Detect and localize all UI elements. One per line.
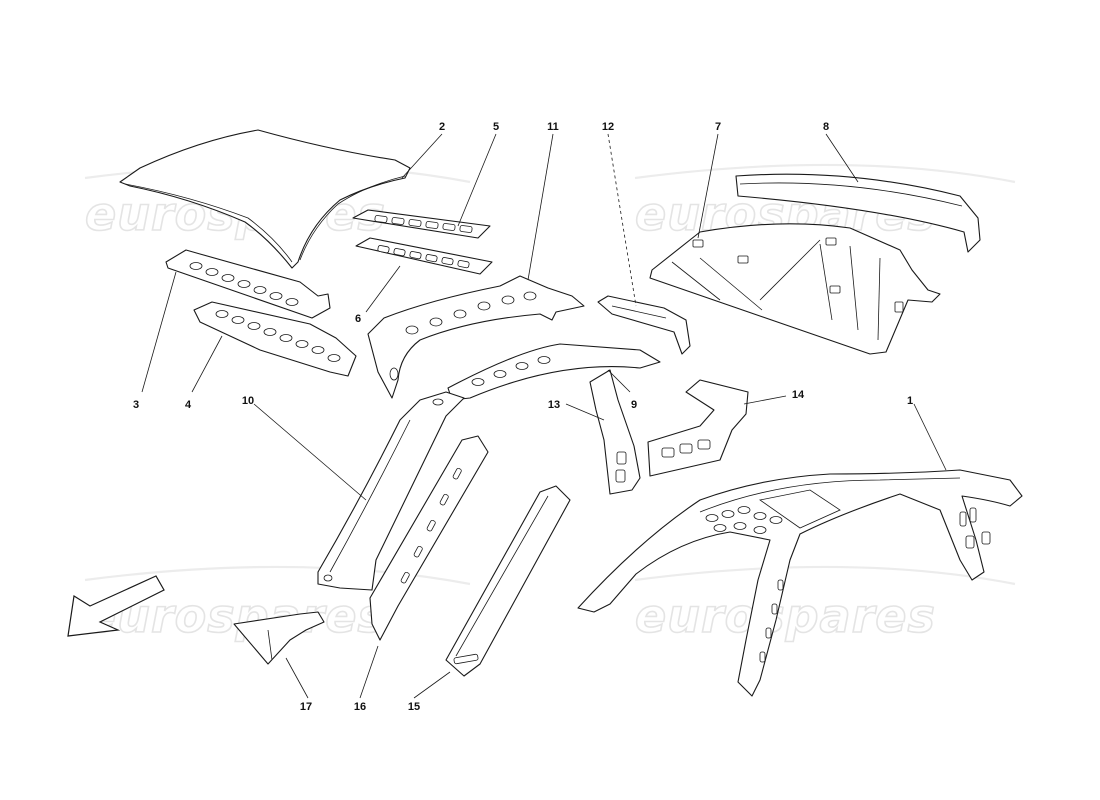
callout-12: 12	[602, 121, 614, 133]
callout-10: 10	[242, 395, 254, 407]
part-8-upper-panel	[735, 173, 981, 253]
part-3-header-rail	[165, 249, 331, 319]
callout-7: 7	[715, 121, 721, 133]
part-12-bracket	[597, 295, 691, 355]
part-13-b-pillar	[589, 369, 641, 495]
callout-1: 1	[907, 395, 913, 407]
part-9-long-rail	[447, 343, 661, 401]
part-14-reinforcement	[647, 379, 749, 477]
callout-11: 11	[547, 121, 559, 133]
callout-3: 3	[133, 399, 139, 411]
part-6-cross-member	[355, 237, 493, 275]
part-2-roof-panel	[119, 129, 411, 269]
callout-5: 5	[493, 121, 499, 133]
part-7-rear-shelf	[649, 223, 941, 355]
callout-15: 15	[408, 701, 420, 713]
callout-16: 16	[354, 701, 366, 713]
part-16-sill	[369, 435, 489, 641]
part-10-a-pillar	[317, 391, 465, 591]
part-11-roof-side-rail	[367, 275, 585, 399]
callout-9: 9	[631, 399, 637, 411]
watermark-text-bottom-right: eurospares	[635, 589, 936, 643]
callout-14: 14	[792, 389, 805, 401]
callout-6: 6	[355, 313, 361, 325]
callout-labels: 2 5 11 12 7 8 6 3 4 10 9 13 14 1 17 16 1…	[133, 121, 913, 713]
part-15-outer-sill	[445, 485, 571, 677]
callout-4: 4	[185, 399, 192, 411]
callout-2: 2	[439, 121, 445, 133]
part-5-cross-member	[352, 209, 491, 239]
leader-lines	[141, 133, 947, 699]
direction-arrow-icon	[67, 575, 165, 637]
callout-8: 8	[823, 121, 829, 133]
part-1-body-frame	[577, 469, 1023, 697]
part-4-header-reinforcement	[193, 301, 357, 377]
part-17-gusset	[233, 611, 325, 665]
callout-17: 17	[300, 701, 312, 713]
callout-13: 13	[548, 399, 560, 411]
